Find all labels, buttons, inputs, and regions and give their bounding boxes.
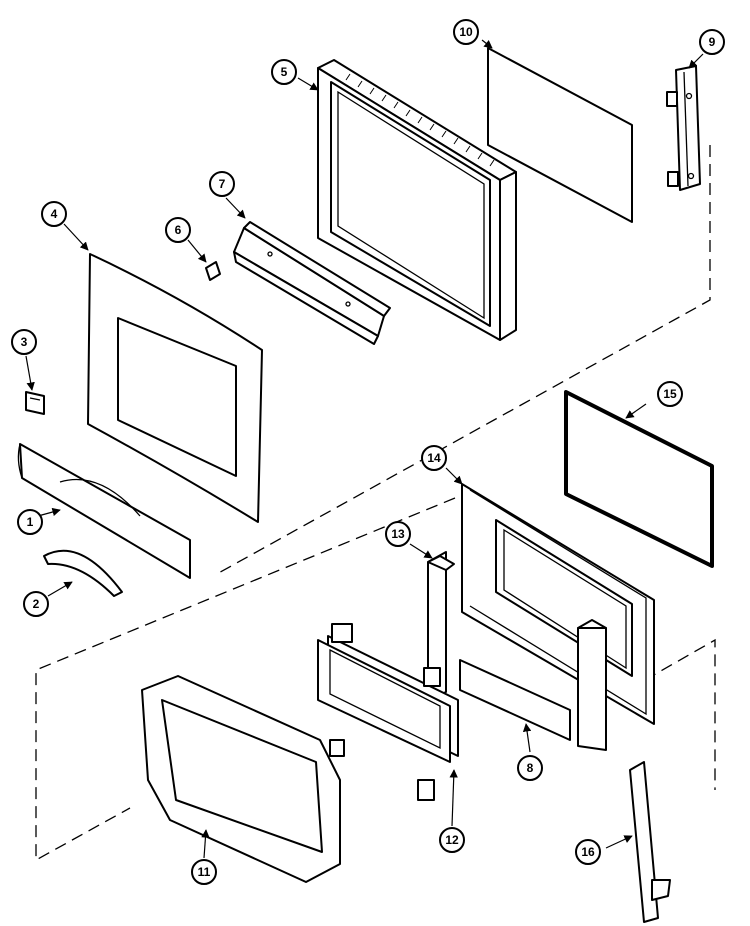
svg-text:10: 10	[459, 25, 473, 39]
callout-6: 6	[165, 217, 191, 243]
part-12-inner-glass-pack	[317, 623, 459, 801]
callout-3: 3	[11, 329, 37, 355]
svg-text:7: 7	[219, 177, 226, 191]
callout-5: 5	[271, 59, 297, 85]
assembly-guide-lines	[35, 145, 716, 862]
callout-4: 4	[41, 201, 67, 227]
callout-10: 10	[453, 19, 479, 45]
callout-14: 14	[421, 445, 447, 471]
svg-text:13: 13	[391, 527, 405, 541]
part-6-clip	[205, 261, 221, 281]
svg-text:12: 12	[445, 833, 459, 847]
part-8-insulation-strip	[459, 619, 607, 751]
part-7-door-channel	[233, 221, 391, 345]
part-16-hinge	[629, 761, 671, 923]
part-4-outer-door-panel	[87, 253, 263, 523]
callout-2: 2	[23, 591, 49, 617]
svg-text:9: 9	[709, 35, 716, 49]
callout-13: 13	[385, 521, 411, 547]
part-11-door-glass-frame	[141, 675, 341, 883]
callout-16: 16	[575, 839, 601, 865]
callout-12: 12	[439, 827, 465, 853]
part-2-handle-insert	[43, 549, 123, 597]
svg-text:8: 8	[527, 761, 534, 775]
leader-lines	[25, 39, 704, 859]
part-13-insulation-block	[427, 551, 455, 701]
svg-text:16: 16	[581, 845, 595, 859]
part-10-glass-panel	[487, 47, 633, 223]
svg-text:1: 1	[27, 515, 34, 529]
svg-text:4: 4	[51, 207, 58, 221]
svg-text:15: 15	[663, 387, 677, 401]
part-5-door-frame	[317, 59, 517, 341]
part-9-hinge-bracket	[666, 65, 701, 191]
svg-text:14: 14	[427, 451, 441, 465]
svg-text:2: 2	[33, 597, 40, 611]
part-3-bracket	[25, 391, 45, 415]
callout-11: 11	[191, 859, 217, 885]
svg-text:5: 5	[281, 65, 288, 79]
callout-15: 15	[657, 381, 683, 407]
callout-9: 9	[699, 29, 725, 55]
callout-7: 7	[209, 171, 235, 197]
callout-1: 1	[17, 509, 43, 535]
part-15-door-gasket	[564, 390, 714, 568]
svg-text:3: 3	[21, 335, 28, 349]
svg-text:6: 6	[175, 223, 182, 237]
callout-8: 8	[517, 755, 543, 781]
part-1-handle-trim	[17, 443, 191, 579]
svg-text:11: 11	[198, 865, 211, 879]
